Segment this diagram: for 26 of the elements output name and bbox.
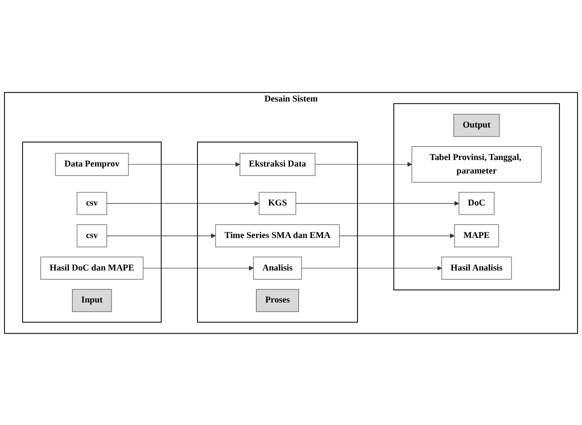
arrow <box>314 162 412 166</box>
arrow <box>128 162 240 166</box>
node-box: csv <box>76 224 108 247</box>
node-box: Time Series SMA dan EMA <box>215 224 340 247</box>
node-box: MAPE <box>454 224 499 247</box>
node-box: Output <box>454 114 500 136</box>
node-box: csv <box>76 192 108 214</box>
cluster <box>197 141 358 322</box>
node-box: Proses <box>256 288 299 312</box>
node-box: Analisis <box>253 256 302 280</box>
arrow <box>296 200 460 206</box>
node-box: Hasil Analisis <box>441 256 512 280</box>
arrow <box>339 232 455 238</box>
node-box: Hasil DoC dan MAPE <box>40 256 144 280</box>
arrow <box>301 265 442 270</box>
cluster <box>22 141 162 322</box>
node-box: KGS <box>258 192 296 214</box>
node-box: Ekstraksi Data <box>240 152 316 176</box>
node-box: Tabel Provinsi, Tanggal, parameter <box>412 146 542 182</box>
node-box: Data Pemprov <box>55 152 129 176</box>
arrow <box>106 232 216 238</box>
arrow <box>142 265 254 270</box>
cluster <box>393 102 560 290</box>
node-box: Input <box>72 288 112 312</box>
node-box: DoC <box>458 192 494 214</box>
arrow <box>106 200 260 206</box>
